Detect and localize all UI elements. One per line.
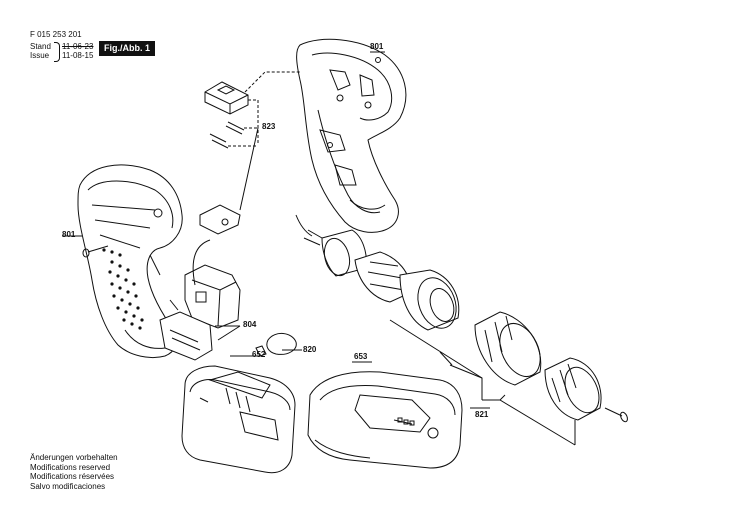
callout-821: 821 — [475, 410, 489, 419]
switch-small-parts — [199, 81, 249, 235]
callout-653: 653 — [354, 352, 368, 361]
issue-date: 11-08-15 — [62, 51, 94, 60]
callout-652: 652 — [252, 350, 266, 359]
gearbox-pin — [439, 351, 453, 366]
stand-label: Stand — [30, 42, 51, 51]
battery-pack — [181, 365, 296, 474]
callout-820: 820 — [303, 345, 317, 354]
stand-date: 11-06-23 — [62, 42, 94, 51]
callout-801-right: 801 — [370, 42, 384, 51]
electronic-switch — [159, 239, 241, 361]
housing-half-right — [296, 38, 407, 233]
callout-801-left: 801 — [62, 230, 76, 239]
document-number: F 015 253 201 — [30, 30, 82, 39]
leader-lines-821 — [389, 319, 576, 446]
chuck — [544, 357, 602, 421]
clutch-collar — [474, 311, 542, 386]
callout-823: 823 — [262, 122, 276, 131]
gearbox — [354, 251, 460, 331]
charger — [307, 371, 463, 469]
date-bracket — [54, 42, 60, 62]
housing-half-left — [77, 164, 183, 359]
modification-notes: Änderungen vorbehalten Modifications res… — [30, 453, 118, 491]
callout-804: 804 — [243, 320, 257, 329]
figure-label: Fig./Abb. 1 — [99, 41, 155, 56]
note-en: Modifications reserved — [30, 462, 111, 472]
issue-label: Issue — [30, 51, 50, 60]
housing-screw — [82, 245, 109, 258]
chuck-screw — [604, 407, 628, 423]
note-fr: Modifications réservées — [30, 472, 115, 481]
note-de: Änderungen vorbehalten — [30, 453, 118, 462]
led-light — [255, 333, 297, 357]
note-es: Salvo modificaciones — [30, 481, 106, 491]
